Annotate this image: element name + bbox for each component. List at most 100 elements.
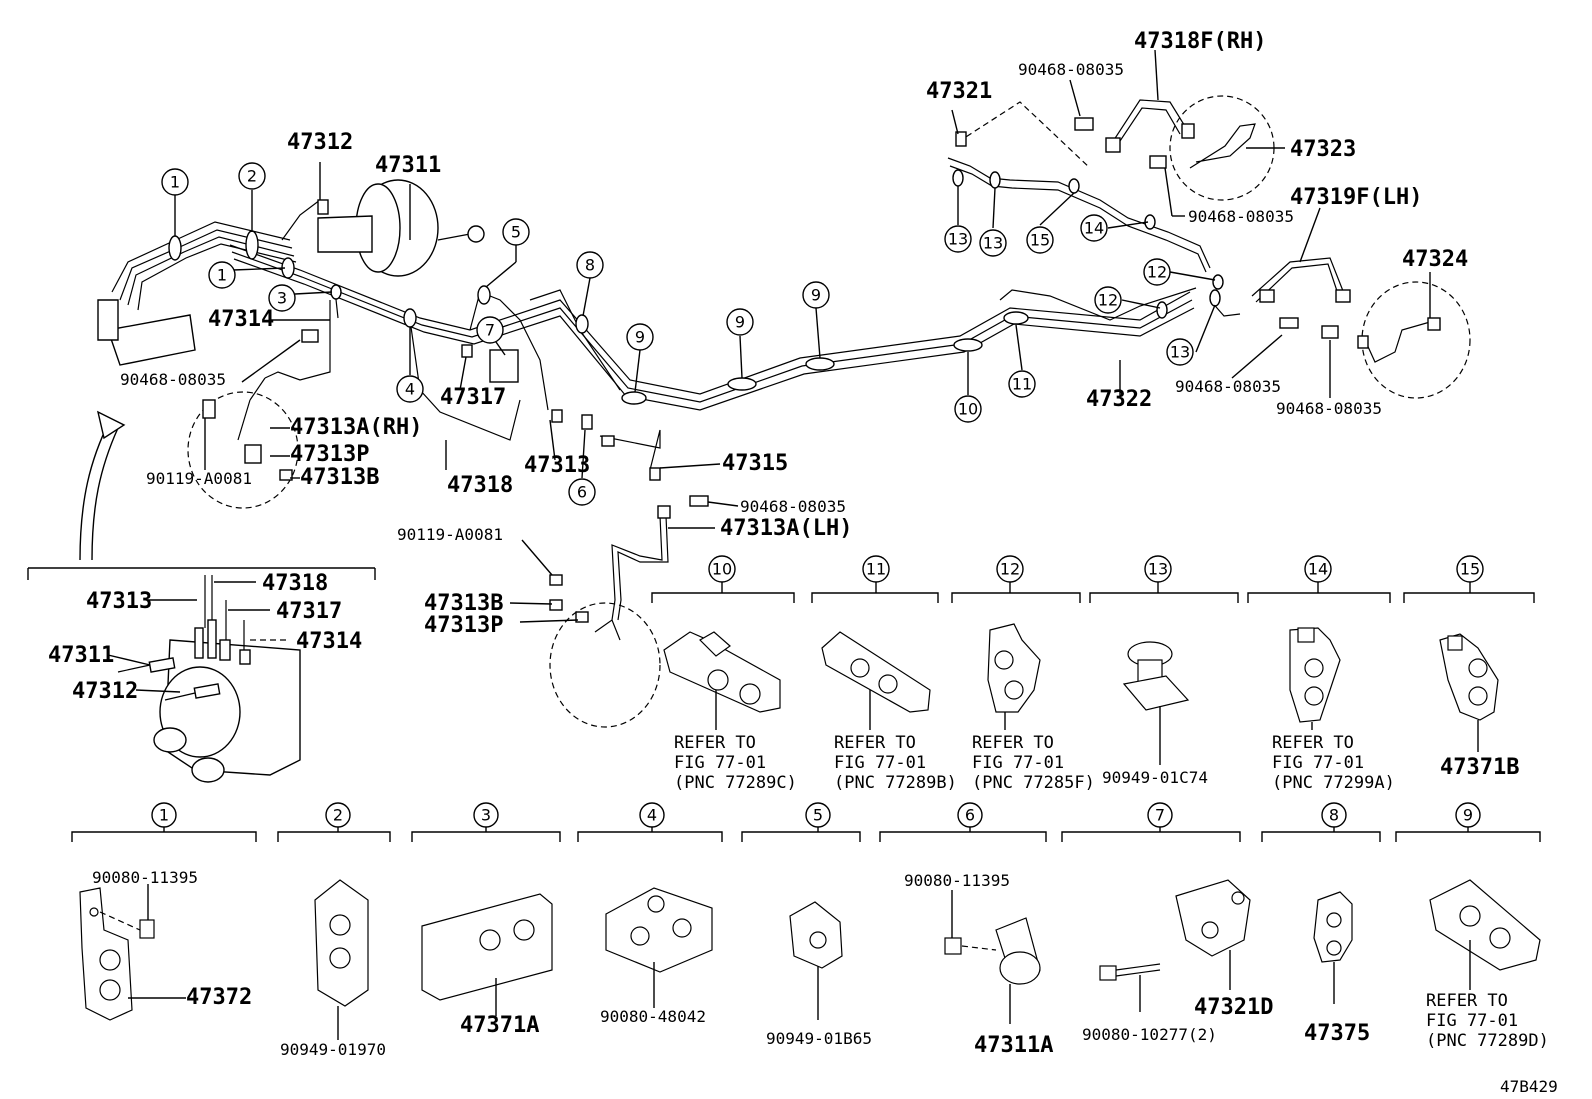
part-number-text: FIG 77-01 xyxy=(674,753,766,773)
top-clamp-labels: REFER TO FIG 77-01 (PNC 77289C) REFER TO… xyxy=(674,733,1519,793)
part-number-text: FIG 77-01 xyxy=(1272,753,1364,773)
part-number-text: 4 xyxy=(647,806,657,825)
label-90468-right2: 90468-08035 xyxy=(1175,377,1281,396)
part-number-text: 90080-11395 xyxy=(92,868,198,887)
brake-booster xyxy=(317,179,485,277)
circle-1b: 1 xyxy=(217,266,227,285)
label-47313a-lh: 47313A(LH) xyxy=(720,516,852,541)
part-number-text: 13 xyxy=(1148,560,1168,579)
label-47313b-top: 47313B xyxy=(300,465,379,490)
front-flex-hoses xyxy=(187,300,669,728)
circle-5: 5 xyxy=(511,223,521,242)
label-90119-mid: 90119-A0081 xyxy=(397,525,503,544)
part-number-text: 90949-01C74 xyxy=(1102,768,1208,787)
inset-label-47313: 47313 xyxy=(86,589,152,614)
part-number-text: (PNC 77299A) xyxy=(1272,773,1395,793)
circle-13a: 13 xyxy=(1170,343,1190,362)
circle-13b: 13 xyxy=(948,230,968,249)
part-number-text: 47311A xyxy=(974,1033,1053,1058)
part-number-text: 5 xyxy=(813,806,823,825)
label-47313p-top: 47313P xyxy=(290,442,369,467)
bottom-clamp-brackets xyxy=(71,822,1541,842)
part-number-text: 47372 xyxy=(186,985,252,1010)
circle-6: 6 xyxy=(577,483,587,502)
part-number-text: 47375 xyxy=(1304,1021,1370,1046)
part-number-text: 47371B xyxy=(1440,755,1519,780)
label-90468-mid: 90468-08035 xyxy=(740,497,846,516)
label-47324: 47324 xyxy=(1402,247,1468,272)
part-number-text: 90949-01B65 xyxy=(766,1029,872,1048)
circle-9c: 9 xyxy=(811,286,821,305)
circle-14: 14 xyxy=(1084,219,1104,238)
part-number-text: 47371A xyxy=(460,1013,539,1038)
part-number-text: (PNC 77289B) xyxy=(834,773,957,793)
master-cylinder-assembly xyxy=(97,221,297,366)
label-47322: 47322 xyxy=(1086,387,1152,412)
label-47319f-lh: 47319F(LH) xyxy=(1290,185,1422,210)
label-90119-top: 90119-A0081 xyxy=(146,469,252,488)
circle-13c: 13 xyxy=(983,234,1003,253)
inset-label-47317: 47317 xyxy=(276,599,342,624)
label-47318f-rh: 47318F(RH) xyxy=(1134,29,1266,54)
diagram-circle-numbers: 1 2 1 3 4 5 7 8 9 9 9 10 11 12 12 13 13 … xyxy=(161,162,1194,506)
top-clamp-parts xyxy=(663,623,1499,765)
circle-11: 11 xyxy=(1012,375,1032,394)
label-47323: 47323 xyxy=(1290,137,1356,162)
part-number-text: 90949-01970 xyxy=(280,1040,386,1059)
part-number-text: 2 xyxy=(333,806,343,825)
circle-8: 8 xyxy=(585,256,595,275)
label-47313: 47313 xyxy=(524,453,590,478)
part-labels: 47312 47311 47314 47317 47318 47313 4731… xyxy=(48,29,1468,704)
label-47321: 47321 xyxy=(926,79,992,104)
circle-3: 3 xyxy=(277,289,287,308)
circle-12a: 12 xyxy=(1147,263,1167,282)
circle-1: 1 xyxy=(170,173,180,192)
label-90468-topright: 90468-08035 xyxy=(1018,60,1124,79)
part-number-text: REFER TO xyxy=(674,733,756,753)
part-number-text: 9 xyxy=(1463,806,1473,825)
circle-10: 10 xyxy=(958,400,978,419)
label-47318: 47318 xyxy=(447,473,513,498)
part-number-text: 1 xyxy=(159,806,169,825)
inset-label-47311: 47311 xyxy=(48,643,114,668)
leader-lines xyxy=(174,49,1431,623)
part-number-text: FIG 77-01 xyxy=(834,753,926,773)
inset-master-cylinder xyxy=(107,575,301,783)
part-number-text: REFER TO xyxy=(834,733,916,753)
label-90468-left: 90468-08035 xyxy=(120,370,226,389)
part-number-text: 14 xyxy=(1308,560,1328,579)
circle-9b: 9 xyxy=(735,313,745,332)
inset-label-47318: 47318 xyxy=(262,571,328,596)
fittings xyxy=(301,117,1441,519)
part-number-text: (PNC 77289C) xyxy=(674,773,797,793)
part-number-text: FIG 77-01 xyxy=(1426,1011,1518,1031)
part-number-text: (PNC 77289D) xyxy=(1426,1031,1549,1051)
part-number-text: 3 xyxy=(481,806,491,825)
part-number-text: 90080-11395 xyxy=(904,871,1010,890)
label-47313p-mid: 47313P xyxy=(424,613,503,638)
detail-circle-numbers: 10 11 12 13 14 15 1 2 3 4 5 6 7 8 9 xyxy=(151,555,1484,828)
label-90468-right3: 90468-08035 xyxy=(1276,399,1382,418)
label-47314: 47314 xyxy=(208,307,274,332)
circle-9a: 9 xyxy=(635,328,645,347)
bottom-clamp-parts xyxy=(79,879,1541,1040)
label-47311: 47311 xyxy=(375,153,441,178)
part-number-text: REFER TO xyxy=(972,733,1054,753)
label-47315: 47315 xyxy=(722,451,788,476)
label-90468-right1: 90468-08035 xyxy=(1188,207,1294,226)
part-number-text: 7 xyxy=(1155,806,1165,825)
part-number-text: 15 xyxy=(1460,560,1480,579)
label-47313b-mid: 47313B xyxy=(424,591,503,616)
part-number-text: 8 xyxy=(1329,806,1339,825)
inset-frame xyxy=(27,567,376,580)
diagram-code: 47B429 xyxy=(1500,1077,1558,1096)
part-number-text: 90080-48042 xyxy=(600,1007,706,1026)
bottom-clamp-labels: 90080-11395 47372 90949-01970 47371A 900… xyxy=(92,868,1549,1059)
circle-2: 2 xyxy=(247,167,257,186)
part-number-text: 10 xyxy=(712,560,732,579)
part-number-text: (PNC 77285F) xyxy=(972,773,1095,793)
circle-15: 15 xyxy=(1030,231,1050,250)
rear-upper-tubes xyxy=(947,95,1471,399)
inset-label-47312: 47312 xyxy=(72,679,138,704)
